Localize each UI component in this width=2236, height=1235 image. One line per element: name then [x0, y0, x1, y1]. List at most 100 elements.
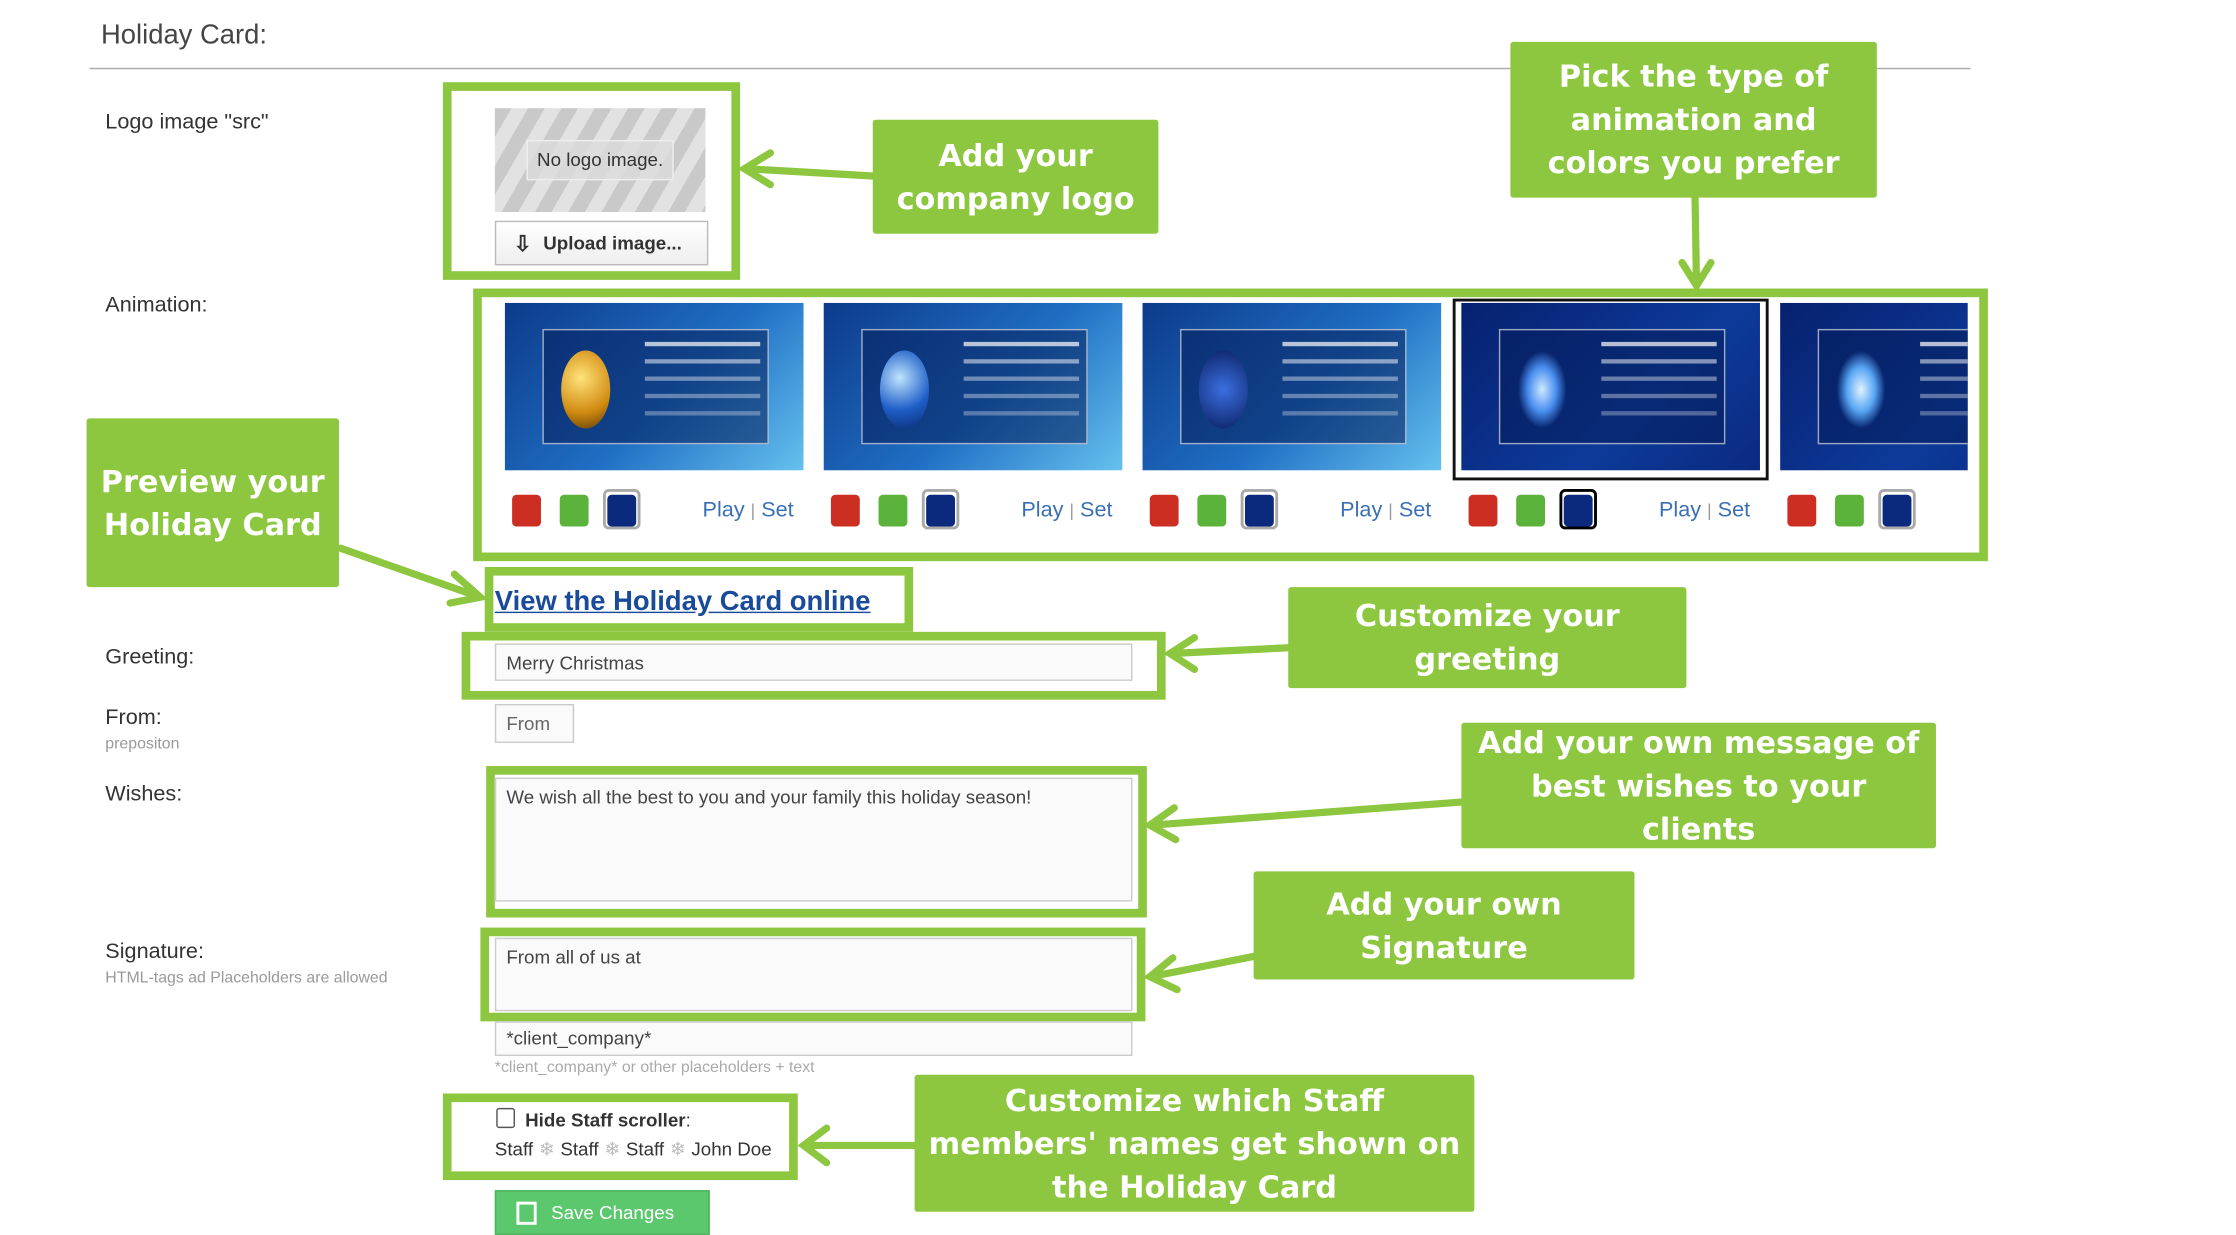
- separator: |: [750, 500, 756, 521]
- set-link[interactable]: Set: [761, 497, 794, 523]
- greeting-label: Greeting:: [105, 644, 195, 670]
- callout-signature: Add your own Signature: [1253, 871, 1635, 980]
- selected-animation-frame: [1452, 298, 1769, 481]
- animation-thumbnail[interactable]: [1461, 302, 1760, 471]
- staff-scroller: Staff❄Staff❄Staff❄John Doe: [495, 1138, 772, 1161]
- ornament-image: [879, 350, 930, 429]
- red-color-swatch[interactable]: [830, 494, 860, 527]
- green-color-swatch[interactable]: [1516, 494, 1546, 527]
- ornament-image: [1198, 350, 1248, 429]
- blue-color-swatch[interactable]: [607, 494, 637, 527]
- greeting-input[interactable]: Merry Christmas: [494, 643, 1133, 681]
- card-text-lines: [1920, 341, 1968, 347]
- logo-preview: No logo image.: [494, 108, 706, 213]
- card-frame: [861, 328, 1088, 445]
- play-set-controls: Play | Set: [1340, 498, 1431, 523]
- arrow-greeting: [1163, 634, 1292, 673]
- staff-name: John Doe: [691, 1138, 772, 1160]
- hide-staff-checkbox[interactable]: [496, 1107, 516, 1129]
- set-link[interactable]: Set: [1717, 497, 1751, 523]
- animation-thumbnail[interactable]: [823, 302, 1123, 471]
- green-color-swatch[interactable]: [1834, 494, 1864, 527]
- card-frame: [1817, 328, 1968, 445]
- blue-color-swatch[interactable]: [1563, 494, 1593, 527]
- selected-swatch-ring: [921, 489, 960, 530]
- green-color-swatch[interactable]: [1197, 494, 1227, 527]
- selected-swatch-ring: [1559, 489, 1597, 530]
- set-link[interactable]: Set: [1398, 497, 1432, 523]
- save-label: Save Changes: [551, 1201, 675, 1224]
- signature-textarea[interactable]: From all of us at: [494, 937, 1133, 1012]
- animation-thumbnail[interactable]: [504, 302, 804, 471]
- from-hint: prepositon: [105, 735, 180, 754]
- arrow-staff: [797, 1124, 919, 1167]
- selected-swatch-ring: [1240, 489, 1279, 530]
- staff-name: Staff: [625, 1138, 665, 1160]
- arrow-animation: [1678, 194, 1715, 293]
- play-link[interactable]: Play: [1021, 497, 1064, 523]
- page-title: Holiday Card:: [100, 20, 268, 51]
- blue-color-swatch[interactable]: [1244, 494, 1274, 527]
- red-color-swatch[interactable]: [1149, 494, 1179, 527]
- callout-wishes: Add your own message of best wishes to y…: [1461, 722, 1936, 849]
- animation-thumbnail[interactable]: [1142, 302, 1442, 471]
- blue-color-swatch[interactable]: [926, 494, 956, 527]
- signature-company-input[interactable]: *client_company*: [494, 1021, 1133, 1056]
- callout-animation: Pick the type of animation and colors yo…: [1510, 41, 1877, 198]
- animation-thumbnail[interactable]: [1780, 302, 1968, 471]
- hide-staff-colon: :: [685, 1109, 691, 1131]
- hide-staff-label: Hide Staff scroller: [525, 1109, 686, 1131]
- snowflake-icon: ❄: [604, 1138, 621, 1160]
- separator: |: [1707, 500, 1712, 521]
- staff-name: Staff: [494, 1138, 534, 1160]
- preview-link-highlight: [484, 566, 914, 632]
- play-link[interactable]: Play: [702, 497, 745, 523]
- upload-icon: ⇩: [513, 231, 532, 257]
- callout-logo: Add your company logo: [872, 119, 1159, 234]
- green-color-swatch[interactable]: [878, 494, 908, 527]
- blue-color-swatch[interactable]: [1882, 494, 1912, 527]
- card-frame: [1498, 328, 1726, 445]
- from-label: From:: [105, 705, 162, 730]
- separator: |: [1388, 500, 1393, 521]
- set-link[interactable]: Set: [1080, 497, 1113, 523]
- arrow-signature: [1143, 952, 1258, 994]
- play-link[interactable]: Play: [1658, 497, 1702, 523]
- snowflake-icon: ❄: [538, 1138, 555, 1160]
- green-color-swatch[interactable]: [559, 494, 589, 527]
- card-text-lines: [1282, 341, 1398, 347]
- no-logo-text: No logo image.: [526, 139, 674, 181]
- play-set-controls: Play | Set: [1021, 498, 1112, 523]
- staff-name: Staff: [560, 1138, 599, 1160]
- play-set-controls: Play | Set: [703, 498, 794, 523]
- signature-hint: HTML-tags ad Placeholders are allowed: [105, 969, 388, 987]
- red-color-swatch[interactable]: [1787, 494, 1817, 527]
- ornament-image: [1836, 350, 1886, 429]
- wishes-label: Wishes:: [105, 781, 183, 807]
- save-changes-button[interactable]: Save Changes: [494, 1190, 710, 1235]
- callout-staff: Customize which Staff members' names get…: [914, 1074, 1475, 1212]
- play-link[interactable]: Play: [1340, 497, 1383, 523]
- card-frame: [542, 328, 769, 445]
- from-input[interactable]: From: [494, 703, 575, 743]
- ornament-image: [1517, 350, 1567, 429]
- wishes-textarea[interactable]: We wish all the best to you and your fam…: [494, 777, 1133, 902]
- callout-preview: Preview your Holiday Card: [86, 418, 340, 588]
- upload-image-button[interactable]: ⇩ Upload image...: [494, 220, 709, 266]
- card-text-lines: [1601, 341, 1717, 347]
- logo-label: Logo image "src": [105, 109, 269, 135]
- arrow-preview: [336, 544, 489, 607]
- play-set-controls: Play | Set: [1659, 498, 1750, 523]
- callout-greeting: Customize your greeting: [1288, 587, 1687, 689]
- view-card-online-link[interactable]: View the Holiday Card online: [494, 587, 871, 618]
- signature-label: Signature:: [105, 939, 204, 964]
- red-color-swatch[interactable]: [1468, 494, 1498, 527]
- upload-label: Upload image...: [543, 232, 682, 254]
- card-text-lines: [644, 341, 761, 347]
- save-icon: [516, 1200, 537, 1225]
- selected-swatch-ring: [1878, 489, 1916, 530]
- red-color-swatch[interactable]: [512, 494, 541, 527]
